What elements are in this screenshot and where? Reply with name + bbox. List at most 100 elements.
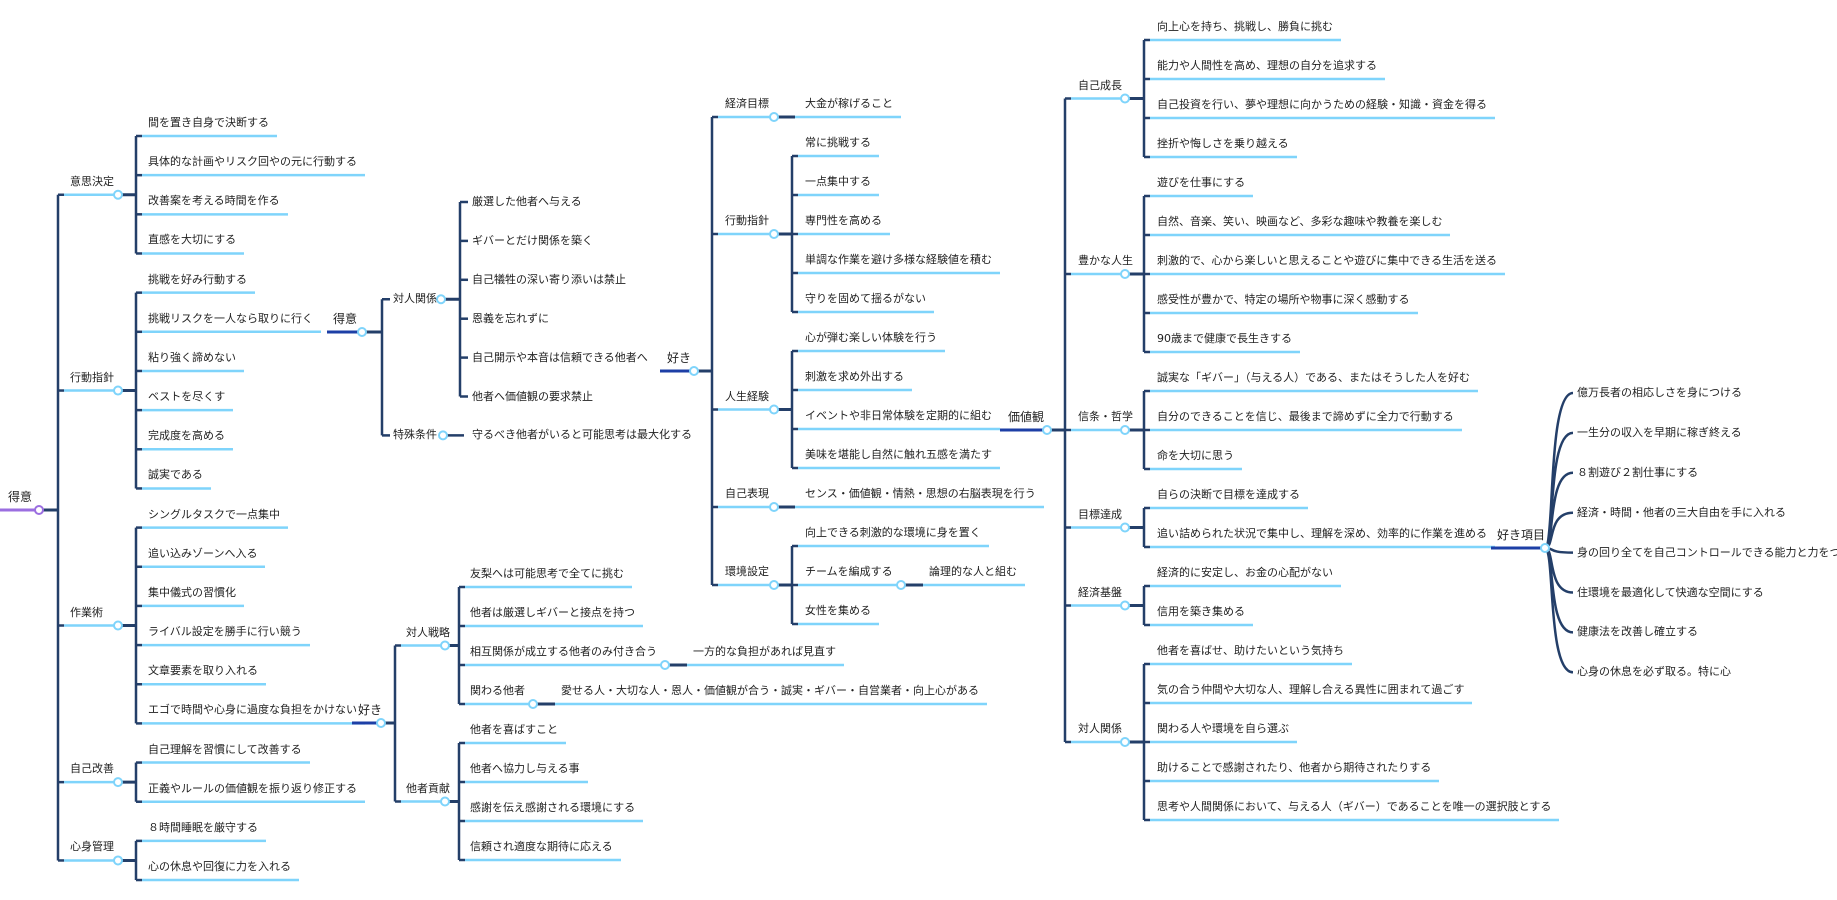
leaf-topic[interactable]: 専門性を高める — [805, 214, 882, 227]
branch-collapse-toggle-icon[interactable] — [769, 502, 779, 512]
root-topic[interactable]: 好き項目 — [1497, 528, 1546, 542]
root-collapse-toggle-icon[interactable] — [376, 718, 386, 728]
branch-collapse-toggle-icon[interactable] — [113, 385, 123, 396]
branch-collapse-toggle-icon[interactable] — [113, 620, 123, 631]
leaf-topic[interactable]: ライバル設定を勝手に行い競う — [148, 625, 302, 639]
branch-collapse-toggle-icon[interactable] — [113, 855, 123, 866]
root-topic[interactable]: 価値観 — [1008, 410, 1045, 424]
leaf-topic[interactable]: 遊びを仕事にする — [1157, 176, 1246, 189]
branch-topic[interactable]: 環境設定 — [725, 565, 769, 578]
sub-topic[interactable]: 論理的な人と組む — [929, 565, 1017, 578]
leaf-topic[interactable]: 関わる人や環境を自ら選ぶ — [1157, 722, 1289, 735]
leaf-topic[interactable]: 相互関係が成立する他者のみ付き合う — [470, 645, 657, 658]
branch-collapse-toggle-icon[interactable] — [1120, 737, 1130, 747]
leaf-topic[interactable]: 心が弾む楽しい体験を行う — [805, 331, 937, 344]
leaf-topic[interactable]: 改善案を考える時間を作る — [148, 194, 280, 208]
leaf-topic[interactable]: 他者へ価値観の要求禁止 — [472, 389, 593, 403]
leaf-topic[interactable]: 文章要素を取り入れる — [148, 664, 258, 678]
branch-topic[interactable]: 他者貢献 — [406, 781, 450, 795]
leaf-topic[interactable]: 自己理解を習慣にして改善する — [148, 742, 302, 756]
root-collapse-toggle-icon[interactable] — [1042, 425, 1052, 435]
leaf-topic[interactable]: 自らの決断で目標を達成する — [1157, 488, 1300, 501]
branch-collapse-toggle-icon[interactable] — [1120, 600, 1130, 611]
leaf-topic[interactable]: 女性を集める — [805, 604, 871, 617]
leaf-collapse-toggle-icon[interactable] — [896, 580, 906, 590]
leaf-topic[interactable]: 挫折や悔しさを乗り越える — [1157, 137, 1289, 150]
leaf-topic[interactable]: ベストを尽くす — [148, 390, 226, 404]
leaf-topic[interactable]: 守りを固めて揺るがない — [805, 292, 926, 305]
leaf-topic[interactable]: イベントや非日常体験を定期的に組む — [805, 409, 992, 422]
leaf-topic[interactable]: 刺激的で、心から楽しいと思えることや遊びに集中できる生活を送る — [1157, 254, 1498, 267]
leaf-topic[interactable]: 他者は厳選しギバーと接点を持つ — [470, 606, 635, 619]
root-collapse-toggle-icon[interactable] — [689, 366, 699, 376]
branch-collapse-toggle-icon[interactable] — [113, 189, 123, 200]
leaf-topic[interactable]: 挑戦リスクを一人なら取りに行く — [148, 311, 313, 325]
branch-collapse-toggle-icon[interactable] — [769, 112, 779, 122]
branch-topic[interactable]: 自己成長 — [1078, 78, 1122, 92]
leaf-topic[interactable]: 刺激を求め外出する — [805, 370, 904, 383]
branch-topic[interactable]: 意思決定 — [70, 174, 114, 188]
leaf-topic[interactable]: 他者へ協力し与える事 — [470, 762, 580, 775]
leaf-topic[interactable]: 心身の休息を必ず取る。特に心 — [1577, 665, 1731, 679]
leaf-topic[interactable]: 信頼され適度な期待に応える — [470, 840, 613, 853]
branch-collapse-toggle-icon[interactable] — [769, 404, 779, 415]
branch-collapse-toggle-icon[interactable] — [769, 580, 779, 590]
leaf-topic[interactable]: 自己犠牲の深い寄り添いは禁止 — [472, 272, 626, 286]
branch-collapse-toggle-icon[interactable] — [438, 430, 448, 441]
leaf-topic[interactable]: 常に挑戦する — [805, 136, 871, 149]
root-collapse-toggle-icon[interactable] — [357, 327, 367, 337]
leaf-topic[interactable]: ギバーとだけ関係を築く — [472, 233, 593, 247]
leaf-topic[interactable]: 誠実な「ギバー」（与える人）である、またはそうした人を好む — [1157, 371, 1471, 384]
branch-topic[interactable]: 心身管理 — [70, 840, 114, 854]
leaf-topic[interactable]: 集中儀式の習慣化 — [148, 585, 236, 599]
leaf-topic[interactable]: 健康法を改善し確立する — [1577, 625, 1698, 639]
leaf-topic[interactable]: 自然、音楽、笑い、映画など、多彩な趣味や教養を楽しむ — [1157, 215, 1443, 228]
branch-topic[interactable]: 作業術 — [70, 605, 103, 619]
branch-topic[interactable]: 経済基盤 — [1078, 585, 1122, 599]
branch-collapse-toggle-icon[interactable] — [1120, 93, 1130, 104]
branch-topic[interactable]: 対人戦略 — [406, 625, 450, 639]
leaf-topic[interactable]: 間を置き自身で決断する — [148, 116, 269, 129]
leaf-topic[interactable]: 住環境を最適化して快適な空間にする — [1577, 585, 1764, 599]
leaf-topic[interactable]: 友梨へは可能思考で全てに挑む — [470, 567, 624, 580]
leaf-topic[interactable]: 単調な作業を避け多様な経験値を積む — [805, 253, 992, 266]
leaf-topic[interactable]: 直感を大切にする — [148, 233, 237, 247]
leaf-topic[interactable]: ８時間睡眠を厳守する — [148, 820, 258, 834]
root-topic[interactable]: 得意 — [8, 490, 33, 504]
branch-topic[interactable]: 人生経験 — [725, 389, 769, 403]
leaf-topic[interactable]: 守るべき他者がいると可能思考は最大化する — [472, 428, 692, 442]
leaf-topic[interactable]: 億万長者の相応しさを身につける — [1577, 386, 1742, 399]
branch-topic[interactable]: 自己表現 — [725, 487, 769, 500]
leaf-topic[interactable]: 正義やルールの価値観を振り返り修正する — [148, 781, 357, 795]
leaf-topic[interactable]: 信用を築き集める — [1157, 605, 1245, 618]
leaf-topic[interactable]: 90歳まで健康で長生きする — [1157, 332, 1292, 345]
branch-collapse-toggle-icon[interactable] — [1120, 425, 1130, 435]
leaf-topic[interactable]: 完成度を高める — [148, 429, 225, 443]
leaf-collapse-toggle-icon[interactable] — [660, 660, 670, 670]
leaf-topic[interactable]: 助けることで感謝されたり、他者から期待されたりする — [1157, 761, 1432, 774]
leaf-topic[interactable]: 感謝を伝え感謝される環境にする — [470, 801, 636, 814]
leaf-topic[interactable]: 粘り強く諦めない — [148, 350, 236, 364]
leaf-topic[interactable]: 一生分の収入を早期に稼ぎ終える — [1577, 425, 1742, 439]
leaf-topic[interactable]: 能力や人間性を高め、理想の自分を追求する — [1157, 59, 1377, 72]
leaf-topic[interactable]: 思考や人間関係において、与える人（ギバー）であることを唯一の選択肢とする — [1157, 800, 1552, 813]
root-topic[interactable]: 好き — [667, 351, 692, 365]
branch-topic[interactable]: 目標達成 — [1078, 507, 1122, 521]
leaf-topic[interactable]: シングルタスクで一点集中 — [148, 507, 280, 521]
leaf-topic[interactable]: 経済・時間・他者の三大自由を手に入れる — [1577, 505, 1786, 519]
leaf-topic[interactable]: 追い詰められた状況で集中し、理解を深め、効率的に作業を進める — [1157, 527, 1487, 540]
leaf-topic[interactable]: 他者を喜ばせ、助けたいという気持ち — [1157, 644, 1344, 657]
leaf-topic[interactable]: 経済的に安定し、お金の心配がない — [1157, 566, 1333, 579]
leaf-topic[interactable]: 挑戦を好み行動する — [148, 272, 247, 286]
leaf-topic[interactable]: 大金が稼げること — [805, 97, 893, 110]
branch-topic[interactable]: 特殊条件 — [393, 428, 437, 442]
leaf-topic[interactable]: センス・価値観・情熱・思想の右脳表現を行う — [805, 487, 1036, 500]
leaf-topic[interactable]: 美味を堪能し自然に触れ五感を満たす — [805, 448, 992, 461]
branch-collapse-toggle-icon[interactable] — [440, 796, 450, 807]
leaf-topic[interactable]: 感受性が豊かで、特定の場所や物事に深く感動する — [1157, 293, 1410, 306]
leaf-topic[interactable]: 追い込みゾーンへ入る — [148, 546, 258, 560]
leaf-topic[interactable]: ８割遊び２割仕事にする — [1577, 465, 1699, 479]
branch-topic[interactable]: 自己改善 — [70, 762, 114, 776]
leaf-topic[interactable]: 自己開示や本音は信頼できる他者へ — [472, 350, 648, 364]
root-topic[interactable]: 得意 — [333, 312, 358, 326]
